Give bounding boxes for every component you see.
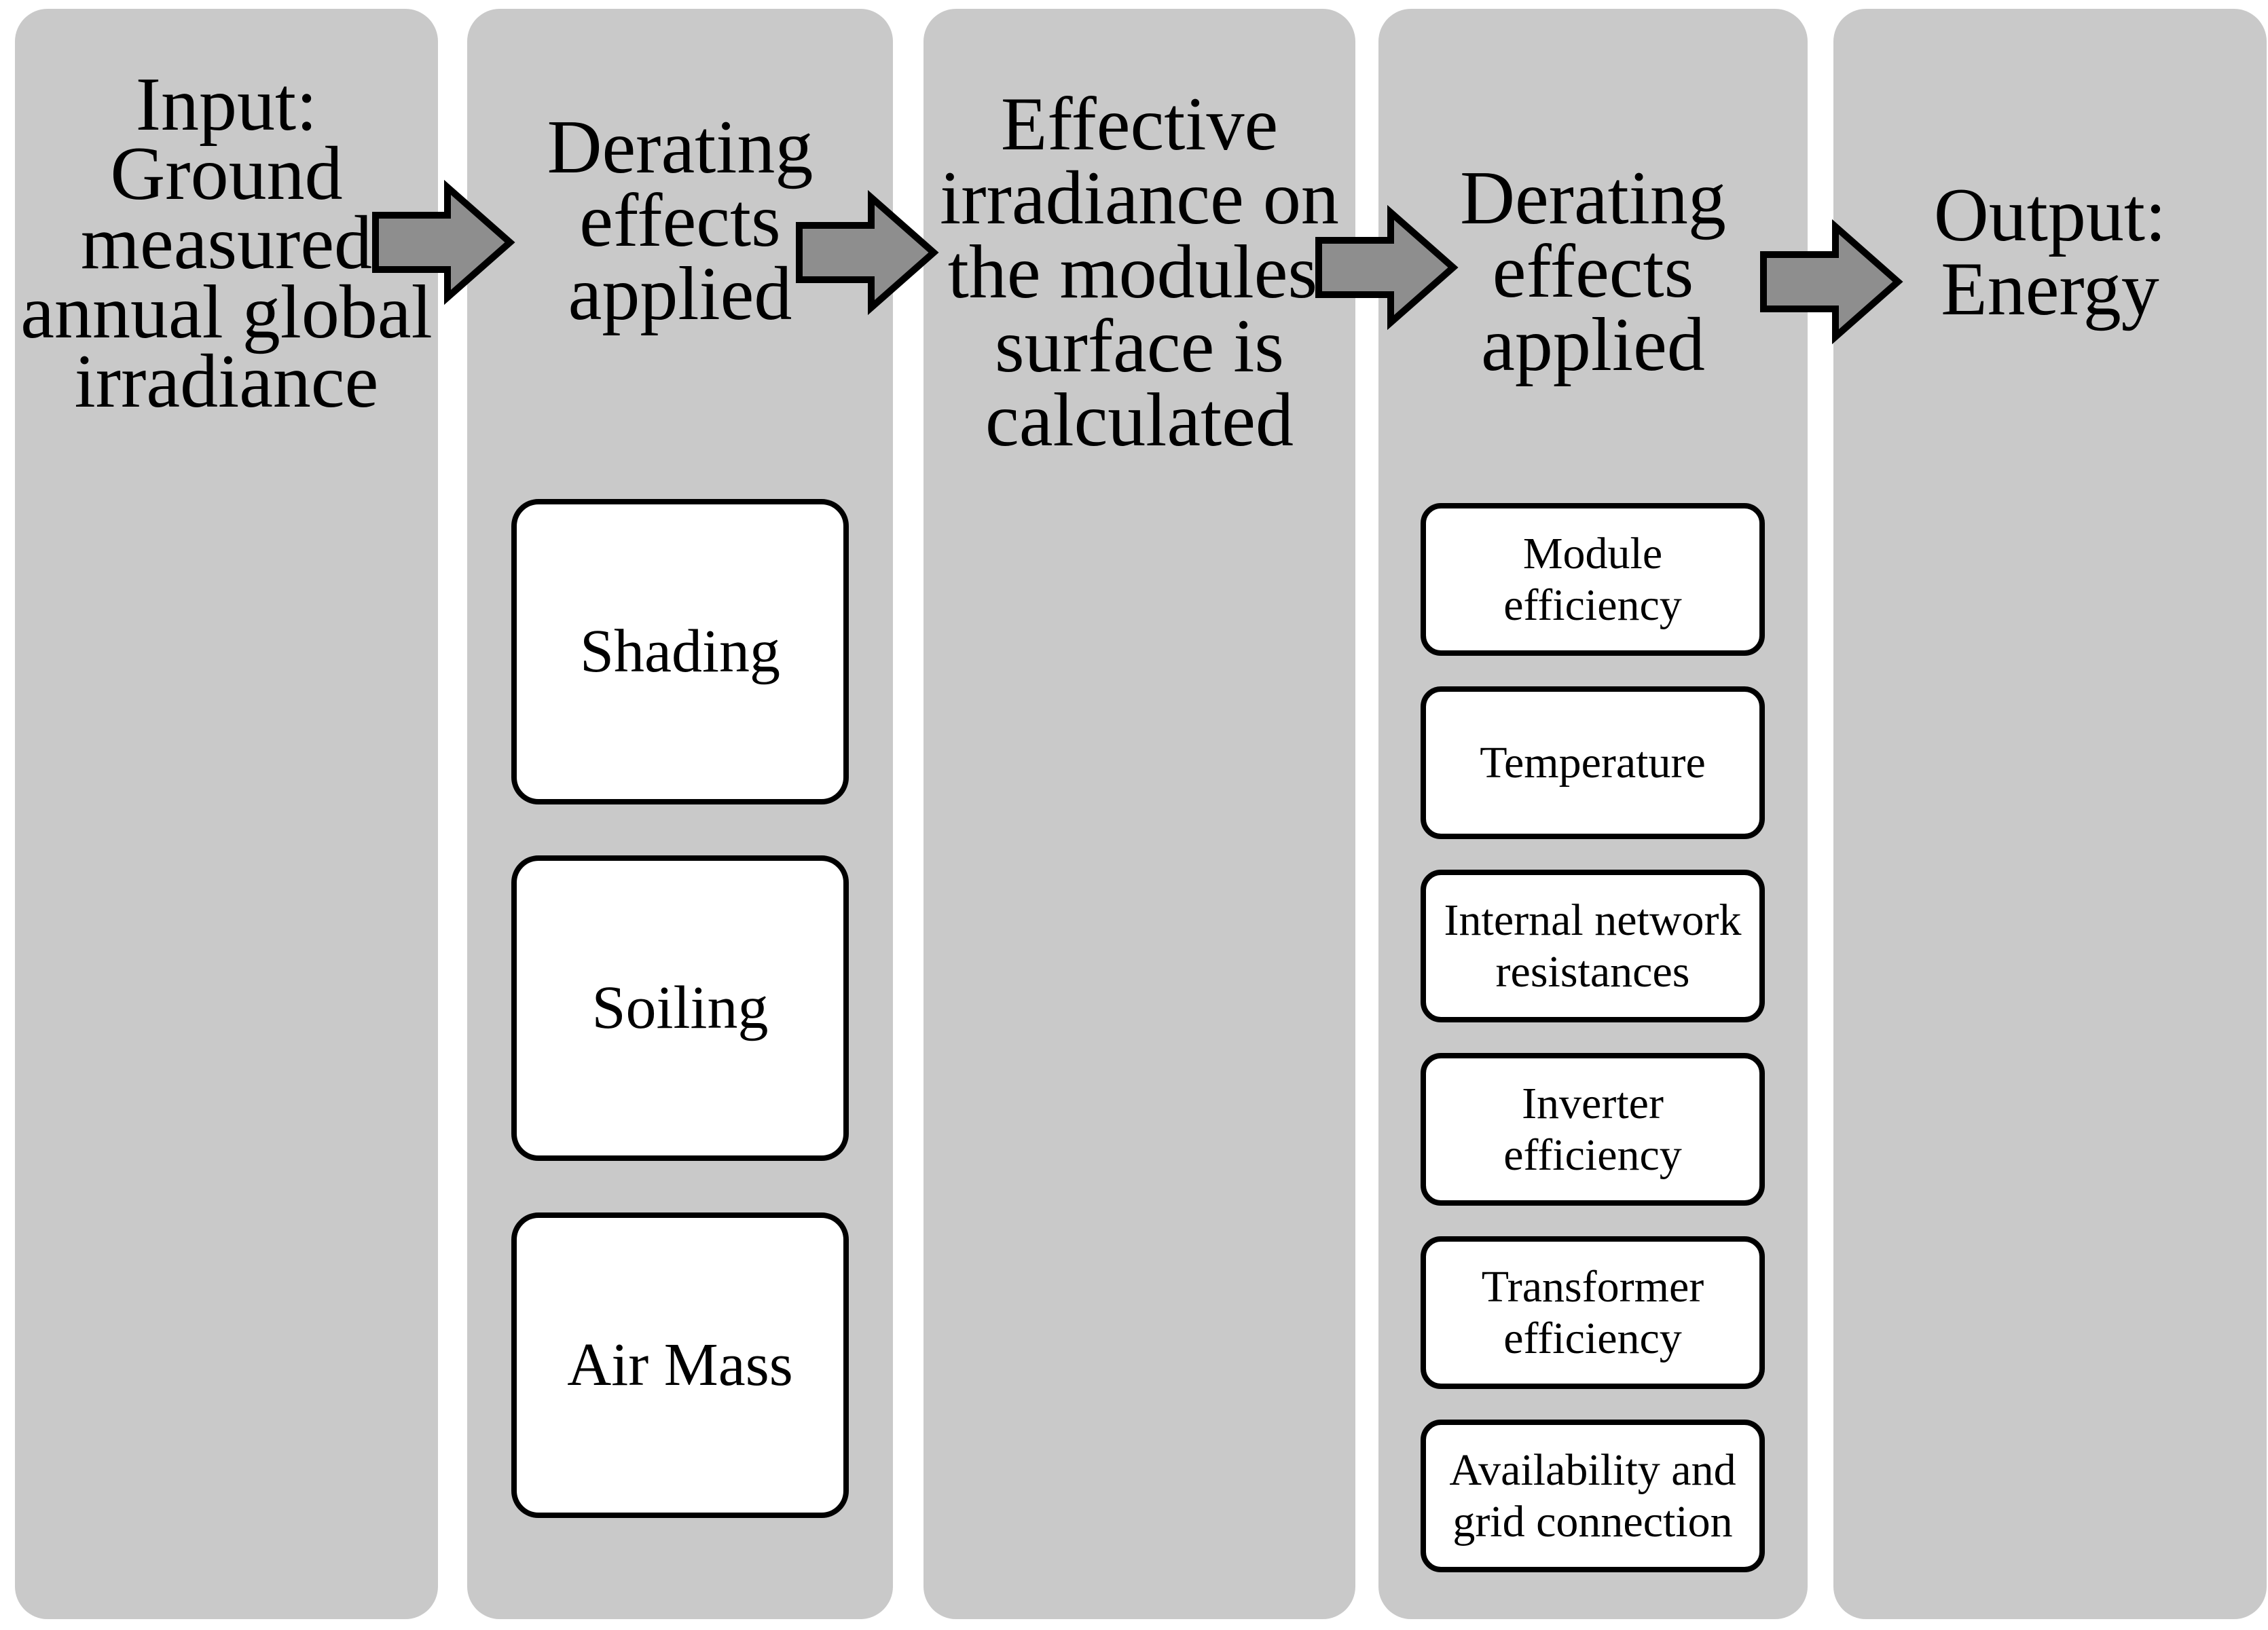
factor-box-temperature: Temperature [1421,686,1765,839]
right-arrow-icon [1315,204,1459,331]
factor-box-transformer-efficiency: Transformer efficiency [1421,1236,1765,1389]
stage-input: Input: Ground measured annual global irr… [15,9,438,1619]
factor-box-internal-network-resistances: Internal network resistances [1421,870,1765,1022]
factor-box-soiling: Soiling [511,855,849,1161]
right-arrow-icon [796,189,939,316]
stage-title: Derating effects applied [547,105,813,336]
stage-effective-irradiance: Effective irradiance on the modules' sur… [923,9,1355,1619]
right-arrow-icon [1760,219,1903,345]
factor-box-inverter-efficiency: Inverter efficiency [1421,1053,1765,1206]
stage-title: Output: Energy [1933,173,2167,331]
factor-box-shading: Shading [511,499,849,804]
stage-derating-2: Derating effects applied Module efficien… [1378,9,1808,1619]
stage-output: Output: Energy [1833,9,2267,1619]
factor-box-module-efficiency: Module efficiency [1421,503,1765,656]
stage-title: Effective irradiance on the modules' sur… [940,82,1339,462]
right-arrow-icon [372,179,515,305]
stage-title: Input: Ground measured annual global irr… [20,62,433,424]
factor-box-air-mass: Air Mass [511,1212,849,1518]
stage-title: Derating effects applied [1460,156,1726,387]
factor-box-availability-grid-connection: Availability and grid connection [1421,1420,1765,1572]
